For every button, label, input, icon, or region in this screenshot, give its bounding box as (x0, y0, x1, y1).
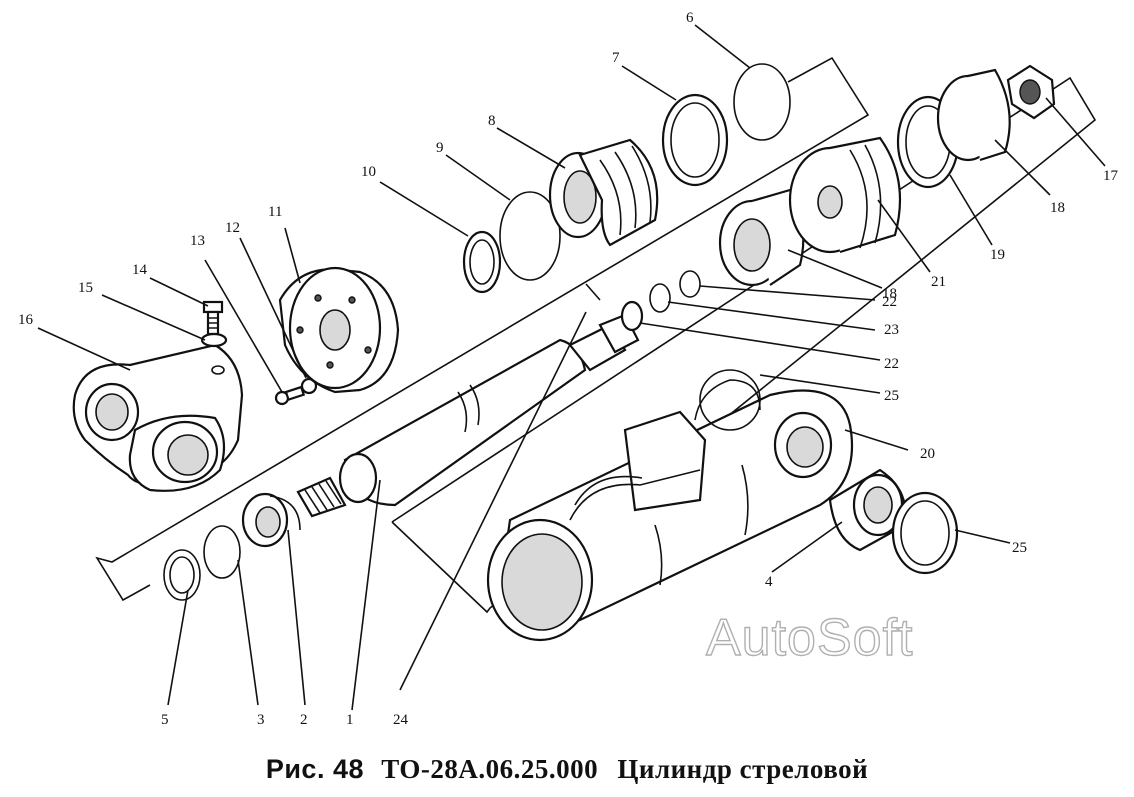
callout-25-lower: 25 (1012, 540, 1027, 556)
callout-12: 12 (225, 220, 240, 236)
drawing-title: Цилиндр стреловой (617, 754, 869, 784)
frame-band-upper (95, 56, 870, 602)
callout-15: 15 (78, 280, 93, 296)
part-3-ring (203, 525, 241, 579)
callout-3: 3 (257, 712, 265, 728)
callout-22-upper: 22 (882, 294, 897, 310)
part-7-ring (661, 93, 729, 187)
part-25-ring-lower (891, 491, 959, 575)
part-22-ring-b (620, 300, 644, 332)
part-20-cylinder (486, 379, 854, 642)
callout-10: 10 (361, 164, 376, 180)
callout-19: 19 (990, 247, 1005, 263)
callout-7: 7 (612, 50, 620, 66)
callout-6: 6 (686, 10, 694, 26)
callout-22-lower: 22 (884, 356, 899, 372)
figure-caption: Рис. 48 ТО-28А.06.25.000 Цилиндр стрелов… (0, 754, 1134, 785)
callout-17: 17 (1103, 168, 1119, 184)
part-6-ring (733, 63, 791, 141)
part-2-bushing (241, 492, 301, 548)
callout-14: 14 (132, 262, 148, 278)
callout-5: 5 (161, 712, 169, 728)
part-21-piston (788, 136, 902, 254)
part-18-bushing-upper (936, 68, 1011, 162)
callout-16: 16 (18, 312, 34, 328)
part-11-flange (278, 266, 400, 394)
callout-23: 23 (884, 322, 899, 338)
part-15-washer (200, 332, 228, 348)
watermark-text: AutoSoft (705, 608, 914, 667)
part-25-ring-upper (699, 369, 761, 431)
part-16-clevis (72, 343, 244, 492)
part-10-ring (462, 230, 502, 294)
callout-24: 24 (393, 712, 409, 728)
callout-21: 21 (931, 274, 946, 290)
part-1-rod (296, 313, 640, 518)
callout-4: 4 (765, 574, 773, 590)
callout-8: 8 (488, 113, 496, 129)
callout-labels: 1 2 3 4 5 6 7 8 9 10 11 12 13 14 15 16 1… (18, 10, 1119, 728)
callout-13: 13 (190, 233, 205, 249)
callout-25-upper: 25 (884, 388, 899, 404)
callout-2: 2 (300, 712, 308, 728)
part-24-pin (585, 283, 601, 301)
callout-18-lower: 18 (882, 286, 897, 302)
callout-18-upper: 18 (1050, 200, 1065, 216)
callout-11: 11 (268, 204, 282, 220)
drawing-code: ТО-28А.06.25.000 (381, 754, 599, 784)
part-22-ring-a (679, 270, 701, 298)
part-5-snap-ring (163, 549, 201, 601)
part-4-bushing (828, 468, 907, 552)
figure-number: Рис. 48 (265, 754, 364, 784)
part-14-bolt (202, 300, 224, 336)
callout-9: 9 (436, 140, 444, 156)
leader-lines (37, 24, 1106, 711)
callout-20: 20 (920, 446, 935, 462)
part-9-seal (499, 191, 561, 281)
part-8-gland (548, 138, 659, 247)
part-17-nut (1006, 64, 1056, 120)
part-23-ring (649, 283, 671, 313)
callout-1: 1 (346, 712, 354, 728)
